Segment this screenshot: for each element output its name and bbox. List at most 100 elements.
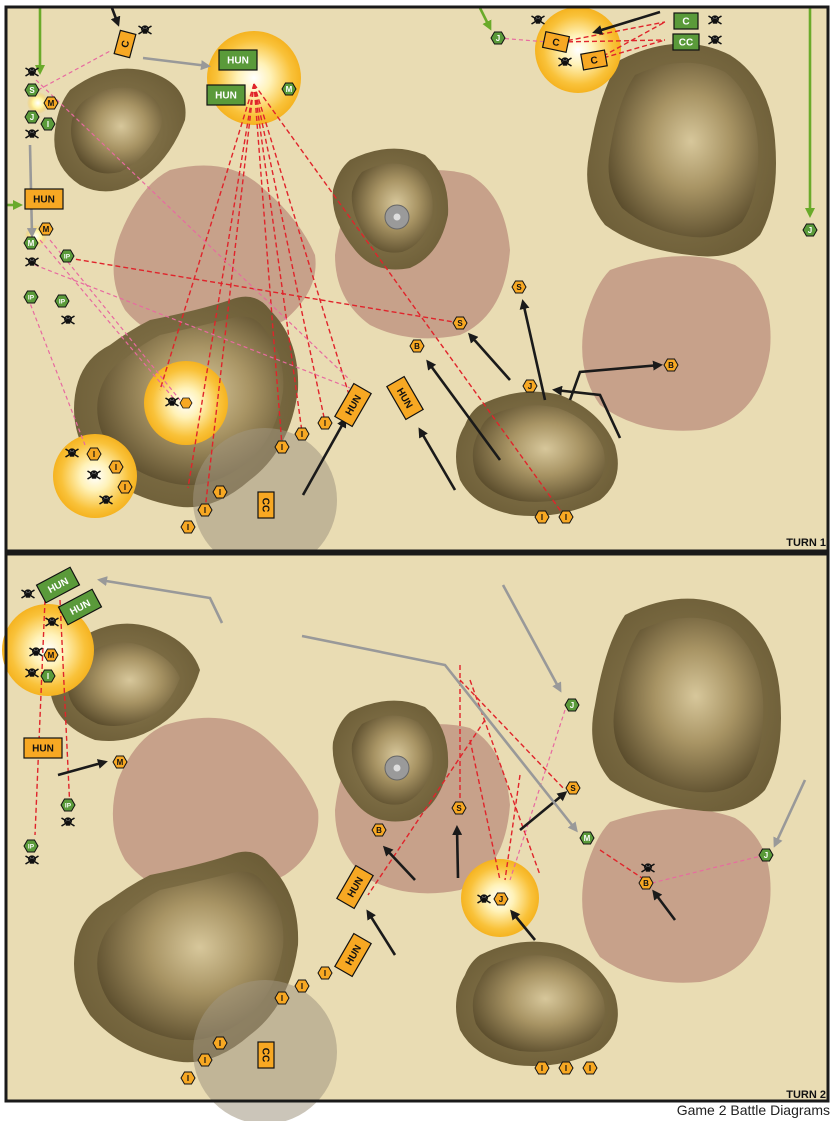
- unit-token-i: I: [294, 427, 310, 441]
- unit-label: HUN: [215, 91, 237, 102]
- objective-marker-icon: [384, 755, 410, 781]
- unit-label: B: [643, 879, 649, 888]
- unit-token-i: I: [274, 440, 290, 454]
- unit-token-hun: HUN: [23, 737, 63, 759]
- unit-label: CC: [679, 38, 693, 49]
- unit-token-m: M: [112, 755, 128, 769]
- unit-token-ip: IP: [60, 798, 76, 812]
- unit-label: M: [43, 225, 50, 234]
- unit-label: S: [456, 804, 462, 813]
- unit-token-i: I: [117, 480, 133, 494]
- unit-label: I: [115, 463, 117, 472]
- unit-token-hun: HUN: [334, 932, 372, 978]
- unit-label: M: [286, 85, 293, 94]
- unit-label: I: [324, 969, 326, 978]
- unit-label: I: [565, 1064, 567, 1073]
- unit-token-hun: HUN: [57, 588, 103, 626]
- move-arrows: [110, 7, 663, 496]
- unit-label: I: [124, 483, 126, 492]
- unit-token-cc: CC: [257, 491, 275, 519]
- unit-label: HUN: [32, 744, 54, 755]
- unit-label: S: [516, 283, 522, 292]
- unit-label: IP: [65, 802, 72, 809]
- unit-label: I: [281, 443, 283, 452]
- unit-label: I: [541, 1064, 543, 1073]
- unit-label: J: [570, 701, 574, 710]
- unit-label: I: [204, 1056, 206, 1065]
- unit-token-j: J: [522, 379, 538, 393]
- rock-outcrop: [587, 43, 776, 257]
- unit-token-i: I: [197, 1053, 213, 1067]
- move-arrows: [57, 759, 677, 956]
- unit-token-i: I: [40, 669, 56, 683]
- unit-label: B: [668, 361, 674, 370]
- unit-token-i: I: [294, 979, 310, 993]
- unit-label: B: [376, 826, 382, 835]
- unit-label: I: [219, 488, 221, 497]
- unit-label: I: [47, 672, 49, 681]
- unit-token-b: B: [638, 876, 654, 890]
- rock-outcrop: [592, 598, 781, 812]
- unit-label: J: [808, 226, 812, 235]
- fire-lines: [34, 599, 646, 896]
- unit-label: IP: [28, 843, 35, 850]
- rock-outcrop: [54, 68, 186, 192]
- unit-label: C: [682, 17, 689, 28]
- unit-token-j: J: [490, 31, 506, 45]
- unit-label: C: [551, 37, 560, 49]
- explosion-icon: [207, 31, 301, 125]
- unit-label: M: [48, 99, 55, 108]
- unit-label: J: [496, 34, 500, 43]
- fire-lines: [67, 21, 666, 518]
- unit-label: C: [120, 39, 132, 49]
- explosion-icon: [535, 7, 621, 93]
- unit-token-i: I: [212, 1036, 228, 1050]
- unit-label: I: [47, 120, 49, 129]
- unit-label: I: [187, 1074, 189, 1083]
- unit-label: HUN: [33, 195, 55, 206]
- unit-token-j: J: [493, 892, 509, 906]
- objective-marker-icon: [384, 204, 410, 230]
- unit-label: I: [324, 419, 326, 428]
- unit-token-j: J: [802, 223, 818, 237]
- unit-token-c: C: [113, 29, 137, 59]
- unit-token-m: M: [23, 236, 39, 250]
- unit-token-s: S: [452, 316, 468, 330]
- unit-token-ip: IP: [23, 839, 39, 853]
- unit-label: IP: [28, 294, 35, 301]
- unit-token-i: I: [180, 1071, 196, 1085]
- unit-token-m: M: [281, 82, 297, 96]
- unit-label: J: [499, 895, 503, 904]
- unit-token-s: S: [24, 83, 40, 97]
- rough-terrain: [113, 165, 316, 345]
- unit-label: I: [187, 523, 189, 532]
- unit-token-i: I: [317, 966, 333, 980]
- unit-token-i: I: [534, 1061, 550, 1075]
- unit-token-i: I: [86, 447, 102, 461]
- unit-token-i: I: [197, 503, 213, 517]
- unit-token-b: B: [663, 358, 679, 372]
- unit-label: CC: [259, 498, 270, 512]
- unit-token-ip: IP: [59, 249, 75, 263]
- unit-label: M: [584, 834, 591, 843]
- unit-token-b: B: [409, 339, 425, 353]
- unit-token-m: M: [38, 222, 54, 236]
- unit-token-hun: HUN: [35, 566, 81, 604]
- unit-token-small: [179, 397, 193, 409]
- unit-token-i: I: [558, 510, 574, 524]
- unit-token-i: I: [582, 1061, 598, 1075]
- unit-token-i: I: [558, 1061, 574, 1075]
- rock-outcrop: [456, 941, 618, 1066]
- unit-token-hun: HUN: [24, 188, 64, 210]
- unit-token-c: C: [541, 30, 571, 54]
- unit-token-j: J: [24, 110, 40, 124]
- unit-label: I: [281, 994, 283, 1003]
- unit-label: HUN: [227, 56, 249, 67]
- unit-token-hun: HUN: [334, 382, 372, 428]
- target-lines: [509, 709, 766, 884]
- unit-label: I: [541, 513, 543, 522]
- unit-token-i: I: [40, 117, 56, 131]
